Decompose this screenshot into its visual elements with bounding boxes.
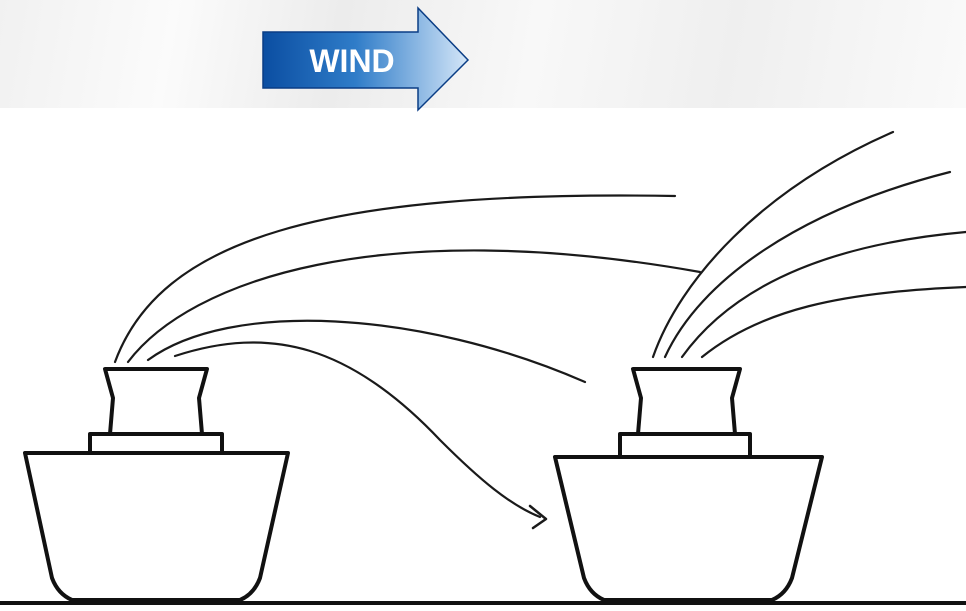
right-stream-3 <box>682 232 966 357</box>
left-stream-3 <box>148 321 585 382</box>
ship-left-hull <box>25 453 288 600</box>
ship-right-deckhouse <box>620 434 750 457</box>
ship-right-hull <box>555 457 822 600</box>
wind-arrow: WIND <box>263 8 468 110</box>
right-stream-4 <box>702 287 966 357</box>
left-stream-1 <box>115 196 675 362</box>
ship-right <box>555 369 822 600</box>
ship-left-funnel <box>105 369 207 434</box>
wind-label: WIND <box>309 43 394 79</box>
right-exhaust-streams <box>653 132 966 357</box>
ship-left <box>25 369 288 600</box>
ship-left-deckhouse <box>90 434 222 453</box>
ship-right-funnel <box>633 369 740 434</box>
